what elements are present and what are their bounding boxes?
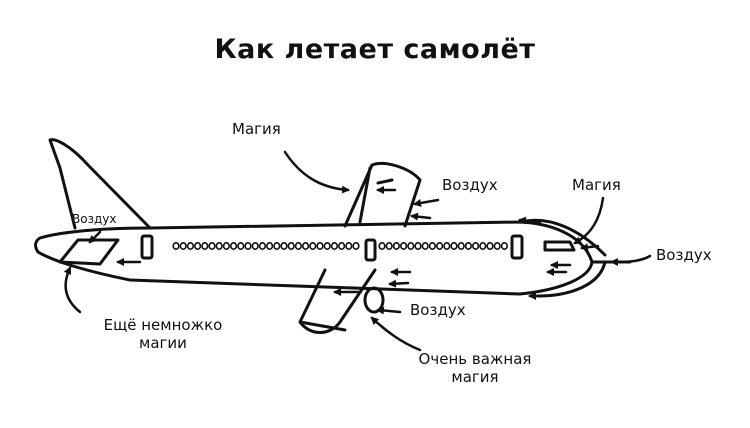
arrow-important-magic	[370, 316, 422, 352]
label-magic-nose: Магия	[572, 176, 621, 194]
passenger-window	[464, 242, 473, 251]
passenger-window	[472, 242, 480, 251]
passenger-window	[309, 242, 317, 251]
passenger-window	[479, 242, 487, 251]
engine	[363, 286, 385, 314]
passenger-window	[294, 242, 303, 251]
label-air-wing-top: Воздух	[442, 176, 498, 194]
passenger-window	[436, 242, 444, 251]
passenger-window	[385, 242, 393, 251]
rear-door	[140, 234, 154, 260]
passenger-window	[266, 242, 274, 251]
passenger-window	[244, 242, 252, 251]
diagram-title: Как летает самолёт	[214, 34, 536, 65]
passenger-window	[428, 242, 437, 251]
passenger-window	[302, 242, 310, 251]
passenger-window	[316, 242, 324, 251]
passenger-window	[208, 242, 216, 251]
passenger-window	[400, 242, 408, 251]
tail-stabilizer	[58, 238, 120, 266]
label-more-magic-line2: магии	[139, 334, 187, 352]
arrow-air-nose	[610, 254, 652, 266]
label-important-magic: Очень важная магия	[390, 350, 560, 386]
arrow-air-wing	[413, 198, 440, 207]
label-magic-wing: Магия	[232, 120, 281, 138]
passenger-window	[222, 242, 230, 251]
passenger-window	[287, 242, 295, 251]
passenger-window	[237, 242, 245, 251]
cockpit-window	[543, 240, 576, 252]
fuselage-outline	[34, 220, 594, 296]
label-air-nose: Воздух	[656, 246, 712, 264]
passenger-window	[201, 242, 209, 251]
arrow-magic-wing	[283, 150, 350, 194]
upper-wing	[343, 162, 422, 228]
passenger-window	[251, 242, 259, 251]
passenger-window	[172, 242, 180, 251]
passenger-window	[186, 242, 194, 251]
passenger-window	[179, 242, 187, 251]
window-row	[172, 242, 509, 251]
label-air-engine: Воздух	[410, 301, 466, 319]
passenger-window	[378, 242, 386, 251]
passenger-window	[230, 242, 238, 251]
passenger-window	[414, 242, 422, 251]
label-air-tail: Воздух	[72, 212, 117, 226]
passenger-window	[323, 242, 331, 251]
passenger-window	[352, 242, 360, 251]
passenger-window	[486, 242, 494, 251]
passenger-window	[258, 242, 267, 251]
tail-fin	[48, 138, 152, 230]
arrow-more-magic	[63, 266, 82, 314]
label-more-magic-line1: Ещё немножко	[103, 316, 223, 334]
label-important-magic-line2: магия	[451, 368, 499, 386]
passenger-window	[500, 242, 509, 251]
front-door	[510, 234, 524, 260]
passenger-window	[280, 242, 288, 251]
passenger-window	[194, 242, 202, 251]
passenger-window	[457, 242, 465, 251]
passenger-window	[338, 242, 346, 251]
passenger-window	[392, 242, 401, 251]
passenger-window	[273, 242, 281, 251]
passenger-window	[215, 242, 223, 251]
arrow-magic-nose	[573, 196, 605, 245]
passenger-window	[493, 242, 501, 251]
label-more-magic: Ещё немножко магии	[88, 316, 238, 352]
passenger-window	[330, 242, 339, 251]
label-important-magic-line1: Очень важная	[418, 350, 532, 368]
passenger-window	[450, 242, 458, 251]
arrow-air-tail	[88, 230, 102, 244]
passenger-window	[421, 242, 429, 251]
passenger-window	[407, 242, 415, 251]
passenger-window	[345, 242, 353, 251]
passenger-window	[443, 242, 451, 251]
mid-door	[364, 238, 377, 262]
arrow-air-engine	[376, 306, 402, 315]
